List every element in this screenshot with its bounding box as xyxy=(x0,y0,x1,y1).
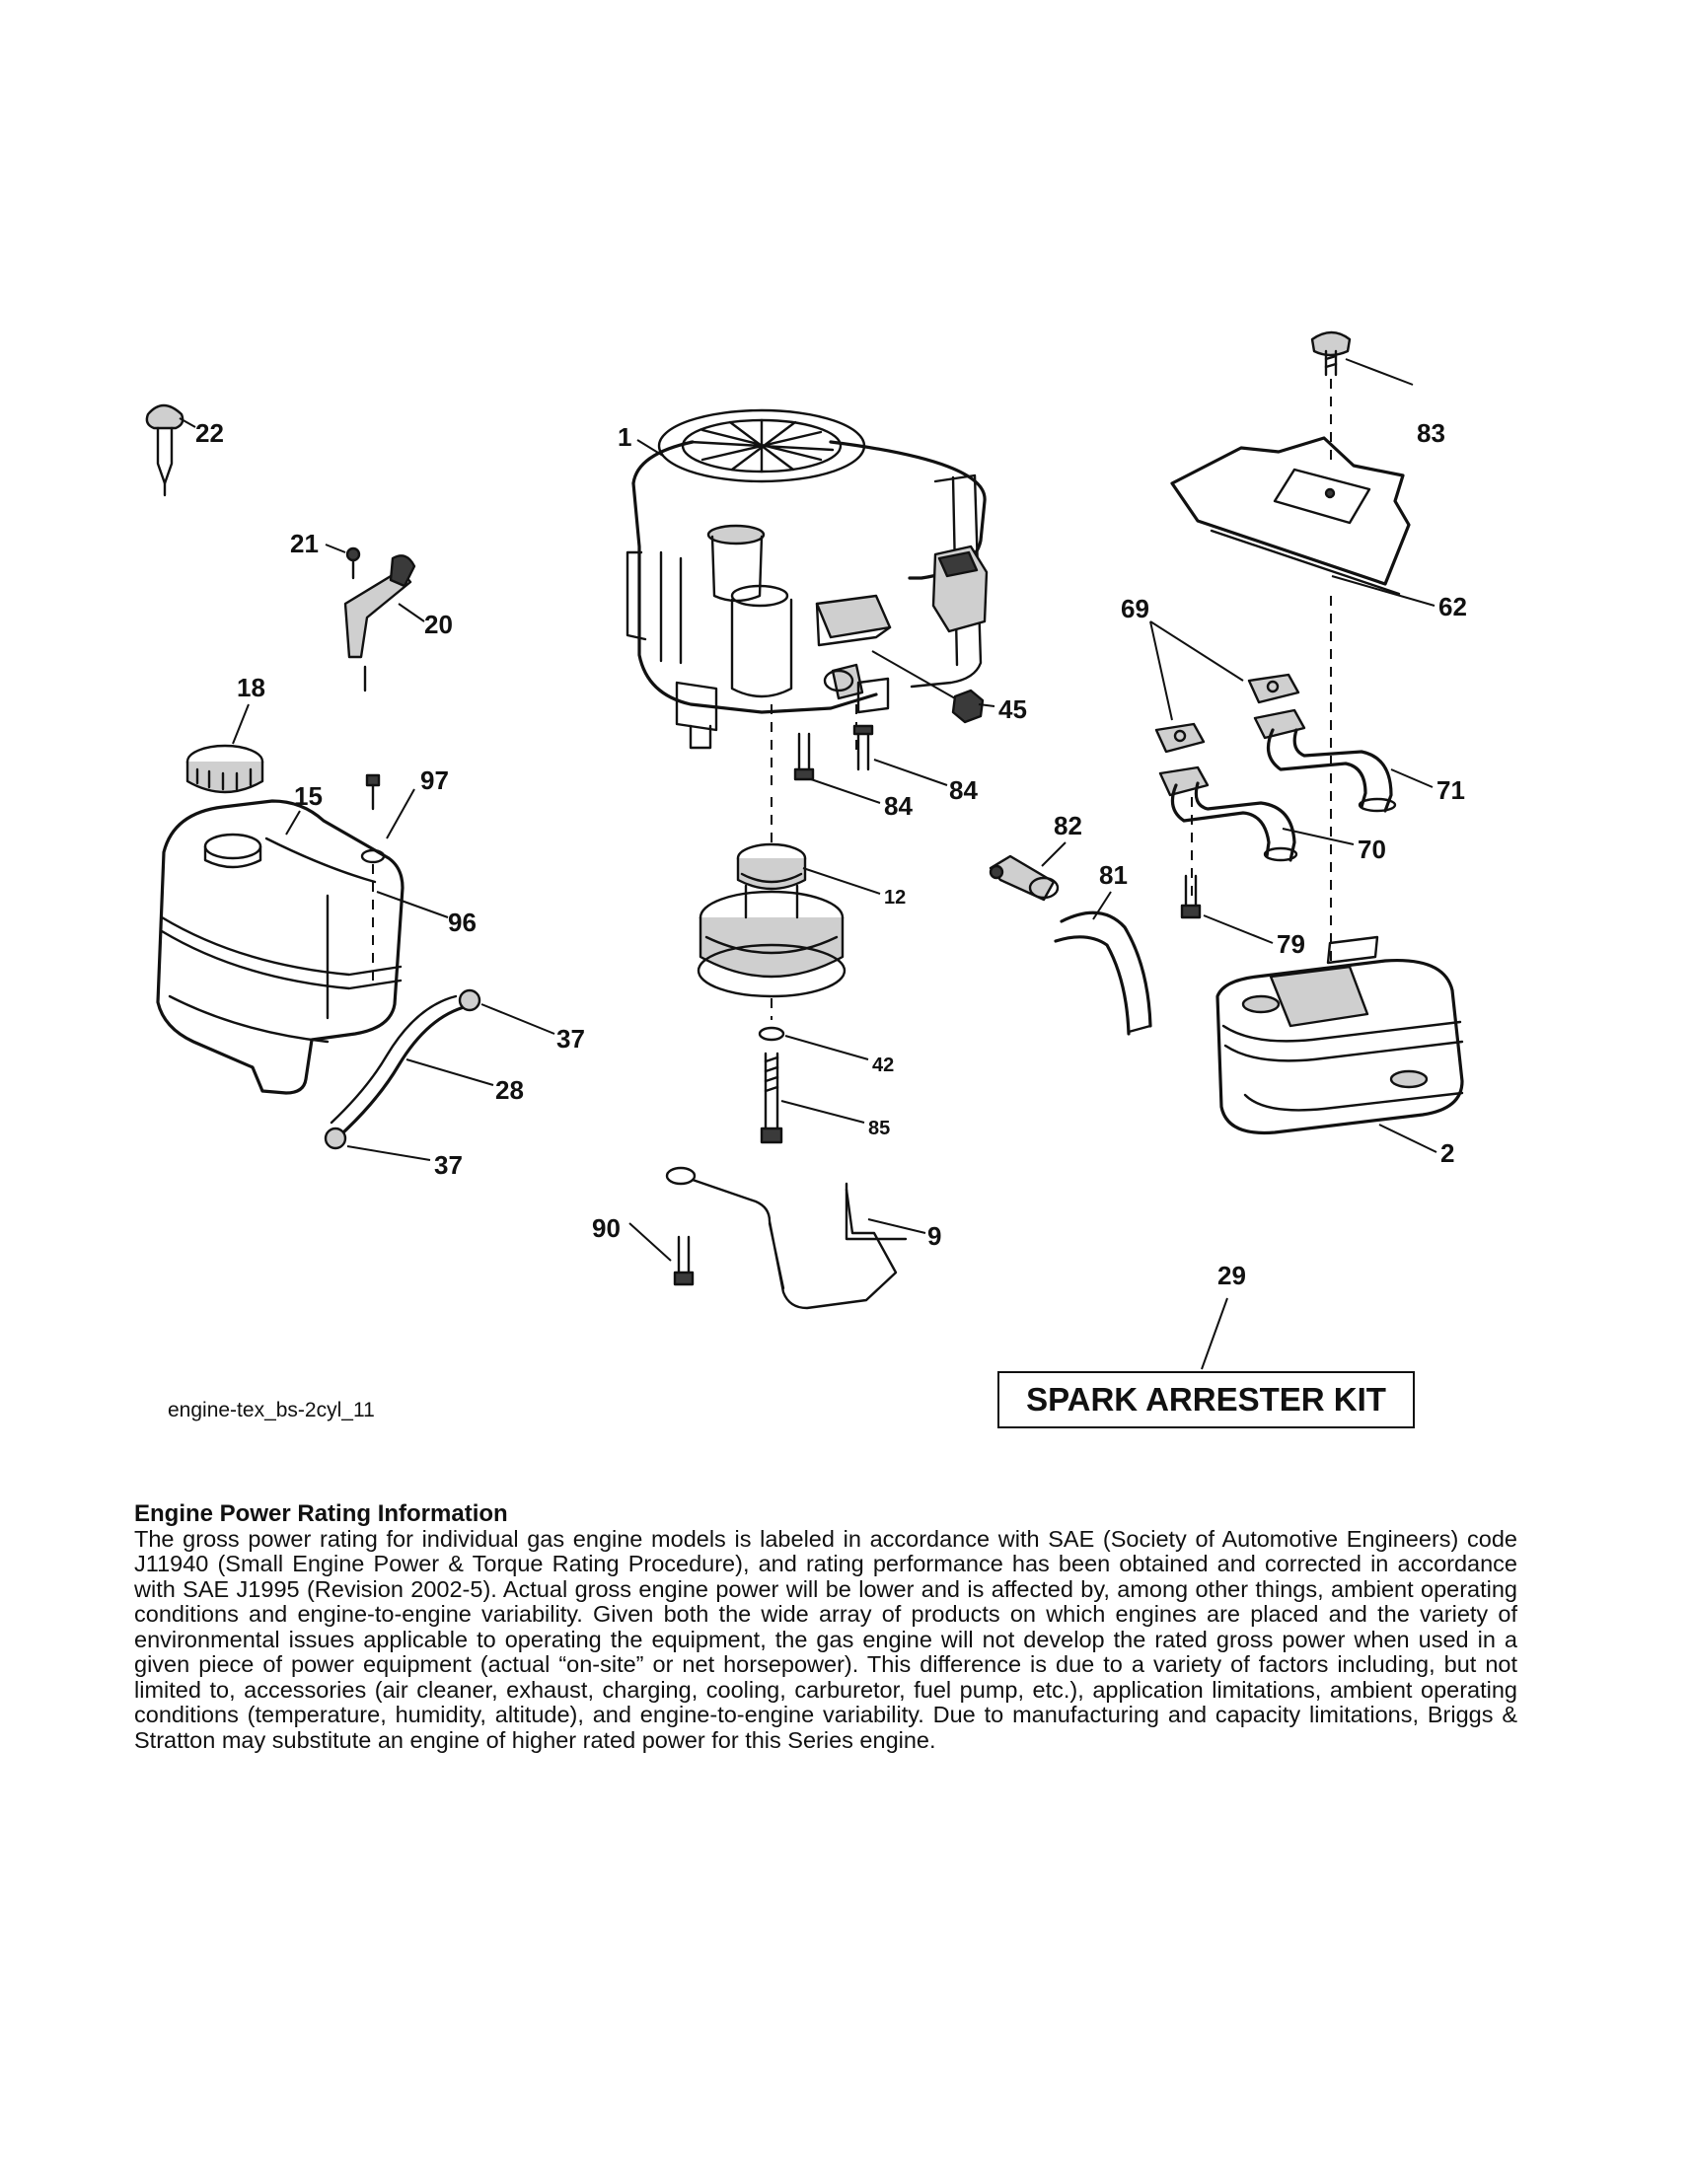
engine-power-rating-info: Engine Power Rating Information The gros… xyxy=(134,1501,1517,1753)
callout-29: 29 xyxy=(1217,1261,1246,1290)
callout-69: 69 xyxy=(1121,594,1149,623)
part-90-bolt xyxy=(673,1235,695,1286)
callout-45: 45 xyxy=(998,694,1027,724)
callout-9: 9 xyxy=(927,1221,941,1251)
part-84-bolt-right xyxy=(852,724,874,771)
part-82-fitting xyxy=(989,854,1060,902)
part-79-bolt xyxy=(1180,874,1202,919)
callout-83: 83 xyxy=(1417,418,1445,448)
part-42-washer xyxy=(758,1026,785,1042)
callout-81: 81 xyxy=(1099,860,1128,890)
callout-2: 2 xyxy=(1440,1138,1454,1168)
info-heading: Engine Power Rating Information xyxy=(134,1500,508,1527)
part-45-nut xyxy=(951,689,985,724)
part-9-rod xyxy=(665,1166,908,1310)
callout-84-right: 84 xyxy=(949,775,978,805)
part-62-shield xyxy=(1170,436,1411,596)
part-97-bolt xyxy=(365,773,381,811)
part-37-clamp-lower xyxy=(324,1127,347,1150)
callout-37-upper: 37 xyxy=(556,1024,585,1054)
part-15-fuel-tank xyxy=(156,799,405,1095)
info-body: The gross power rating for individual ga… xyxy=(134,1525,1517,1753)
callout-97: 97 xyxy=(420,765,449,795)
part-12-pulley xyxy=(697,842,846,998)
callout-21: 21 xyxy=(290,529,319,558)
callout-22: 22 xyxy=(195,418,224,448)
part-84-bolt-left xyxy=(793,732,815,781)
part-1-engine xyxy=(626,408,989,750)
part-70-exhaust-pipe xyxy=(1158,765,1298,862)
part-71-exhaust-pipe xyxy=(1253,708,1397,813)
part-21-bolt xyxy=(345,546,361,580)
part-2-muffler xyxy=(1215,935,1464,1135)
part-18-fuel-cap xyxy=(185,744,264,794)
callout-79: 79 xyxy=(1277,929,1305,959)
callout-18: 18 xyxy=(237,673,265,702)
callout-90: 90 xyxy=(592,1213,621,1243)
part-20-bracket xyxy=(343,554,416,692)
part-22-push-pin xyxy=(145,403,184,497)
callout-37-lower: 37 xyxy=(434,1150,463,1180)
part-69-gasket-lower xyxy=(1154,722,1206,754)
part-96-washer xyxy=(360,848,386,864)
callout-42: 42 xyxy=(872,1055,894,1076)
callout-20: 20 xyxy=(424,610,453,639)
callout-62: 62 xyxy=(1438,592,1467,621)
part-28-fuel-line xyxy=(330,994,470,1134)
part-37-clamp-upper xyxy=(458,988,481,1012)
callout-96: 96 xyxy=(448,908,477,937)
diagram-filename: engine-tex_bs-2cyl_11 xyxy=(168,1399,375,1421)
callout-71: 71 xyxy=(1436,775,1465,805)
callout-84-left: 84 xyxy=(884,791,913,821)
callout-70: 70 xyxy=(1358,835,1386,864)
part-85-bolt xyxy=(760,1052,783,1144)
callout-82: 82 xyxy=(1054,811,1082,840)
callout-1: 1 xyxy=(618,422,631,452)
spark-arrester-kit-label: SPARK ARRESTER KIT xyxy=(997,1371,1415,1428)
part-83-knob xyxy=(1310,330,1352,377)
callout-12: 12 xyxy=(884,887,906,909)
part-81-hose xyxy=(1054,910,1152,1036)
callout-85: 85 xyxy=(868,1118,890,1139)
callout-28: 28 xyxy=(495,1075,524,1105)
part-69-gasket-upper xyxy=(1247,673,1300,704)
